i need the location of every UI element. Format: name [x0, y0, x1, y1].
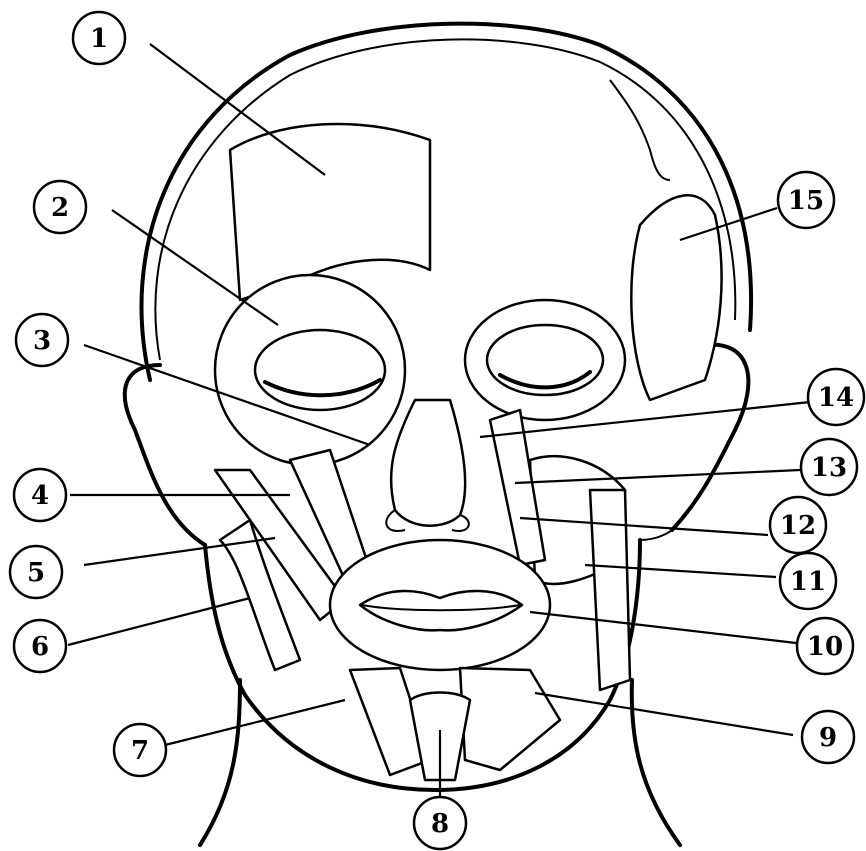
callout-label: 5 — [27, 558, 45, 588]
callout-4: 4 — [14, 469, 66, 521]
callout-label: 7 — [131, 736, 149, 766]
callout-1: 1 — [73, 12, 125, 64]
orbicularis-oris — [330, 540, 550, 670]
callout-13: 13 — [801, 439, 857, 495]
callout-label: 3 — [33, 326, 51, 356]
callout-6: 6 — [14, 620, 66, 672]
callout-label: 12 — [780, 511, 816, 541]
callout-label: 8 — [431, 809, 449, 839]
callout-10: 10 — [797, 618, 853, 674]
nose — [386, 400, 469, 531]
callout-label: 14 — [818, 383, 854, 413]
callout-label: 13 — [811, 453, 847, 483]
callout-15: 15 — [778, 172, 834, 228]
callout-label: 11 — [790, 567, 826, 597]
callout-label: 10 — [807, 632, 843, 662]
callout-2: 2 — [34, 181, 86, 233]
callout-3: 3 — [16, 314, 68, 366]
callout-label: 4 — [31, 481, 49, 511]
callout-label: 15 — [788, 186, 824, 216]
callout-8: 8 — [414, 797, 466, 849]
callout-label: 9 — [819, 723, 837, 753]
temporalis-muscle — [610, 80, 722, 400]
callout-9: 9 — [802, 711, 854, 763]
callout-11: 11 — [780, 553, 836, 609]
callout-12: 12 — [770, 497, 826, 553]
orbicularis-oculi-left — [215, 275, 405, 465]
frontalis-muscle — [230, 124, 430, 300]
callout-label: 1 — [90, 24, 108, 54]
callout-14: 14 — [808, 369, 864, 425]
chin-muscles — [350, 668, 560, 780]
callout-label: 6 — [31, 632, 49, 662]
callout-7: 7 — [114, 724, 166, 776]
callout-5: 5 — [10, 546, 62, 598]
callout-label: 2 — [51, 193, 69, 223]
orbicularis-oculi-right — [465, 300, 625, 420]
